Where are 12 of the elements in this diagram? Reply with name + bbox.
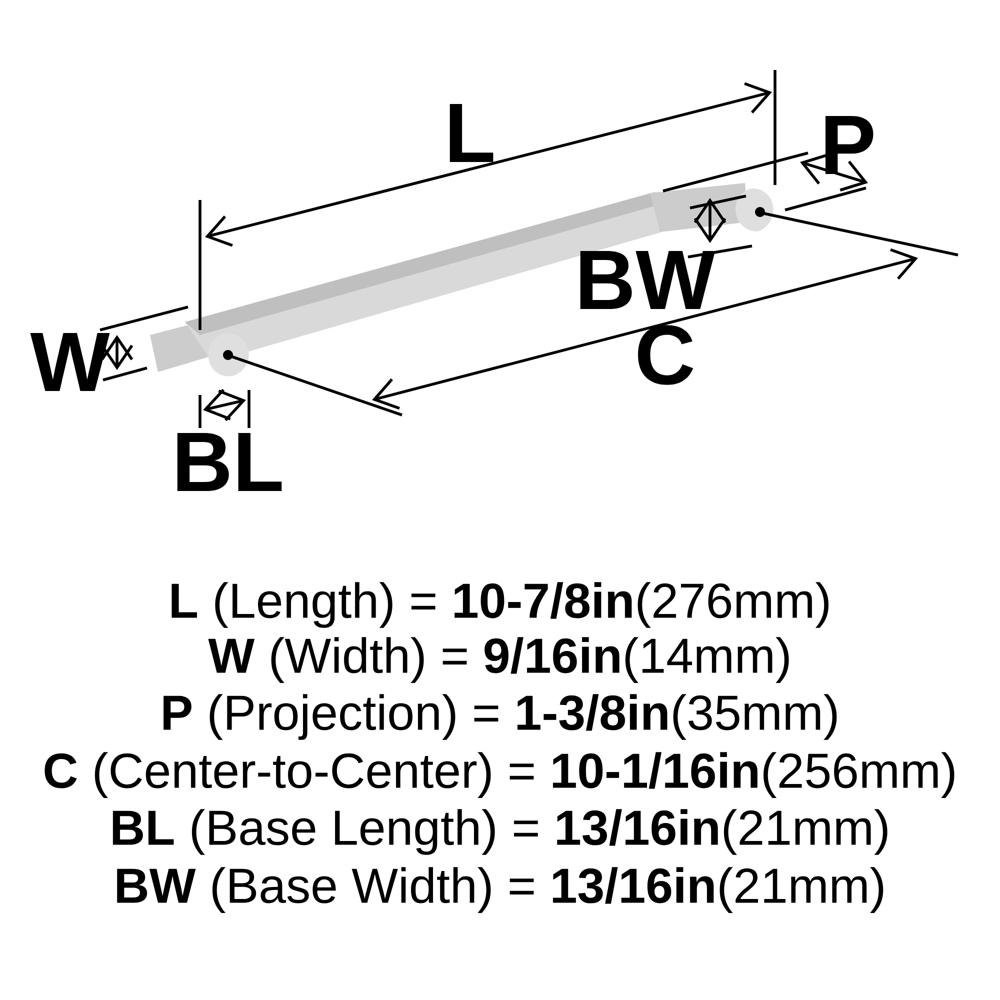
dimension-label: C: [638, 325, 694, 385]
dimension-label: L: [450, 104, 494, 162]
spec-line: P (Projection) = 1-3/8in(35mm): [164, 694, 837, 740]
dimension-label: BW: [580, 250, 716, 310]
spec-line: W (Width) = 9/16in(14mm): [208, 637, 789, 683]
spec-line: BW (Base Width) = 13/16in(21mm): [117, 867, 884, 913]
dimension-label: P: [826, 116, 874, 174]
dimension-label: BL: [177, 432, 282, 492]
spec-line: L (Length) = 10-7/8in(276mm): [172, 582, 828, 628]
spec-line: C (Center-to-Center) = 10-1/16in(256mm): [44, 752, 954, 798]
dimension-label: W: [30, 332, 110, 392]
spec-line: BL (Base Length) = 13/16in(21mm): [112, 809, 888, 855]
